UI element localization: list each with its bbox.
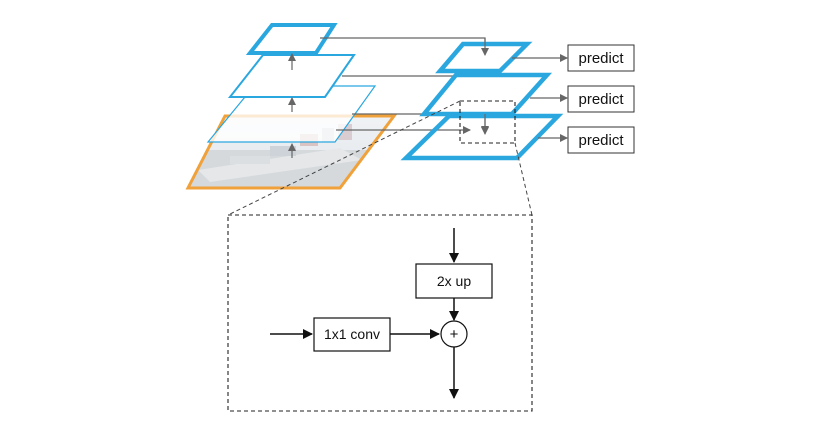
prediction-outputs: predict predict predict — [512, 44, 635, 154]
top-down-pyramid — [400, 38, 564, 161]
merge-detail-view: 2x up 1x1 conv + — [227, 214, 533, 412]
predict-box-bottom — [567, 126, 635, 154]
add-symbol: + — [450, 326, 459, 343]
bottom-up-level-4 — [245, 23, 338, 55]
bottom-up-level-2 — [206, 85, 377, 143]
detail-frame — [227, 214, 533, 412]
top-down-level-2 — [419, 72, 553, 117]
predict-box-middle — [567, 85, 635, 113]
bottom-up-level-3 — [227, 54, 356, 98]
zoom-connector-left — [227, 100, 461, 216]
upsample-label: 2x up — [437, 273, 471, 289]
conv-box — [313, 317, 391, 352]
predict-label-bottom: predict — [578, 132, 624, 149]
predict-box-top — [567, 44, 635, 72]
predict-label-middle: predict — [578, 91, 624, 108]
conv-label: 1x1 conv — [324, 326, 380, 342]
zoom-connector-right — [514, 142, 533, 216]
predict-label-top: predict — [578, 50, 624, 67]
top-down-level-3 — [435, 41, 533, 74]
top-down-level-1 — [400, 113, 564, 161]
bottom-up-pyramid — [185, 23, 397, 190]
